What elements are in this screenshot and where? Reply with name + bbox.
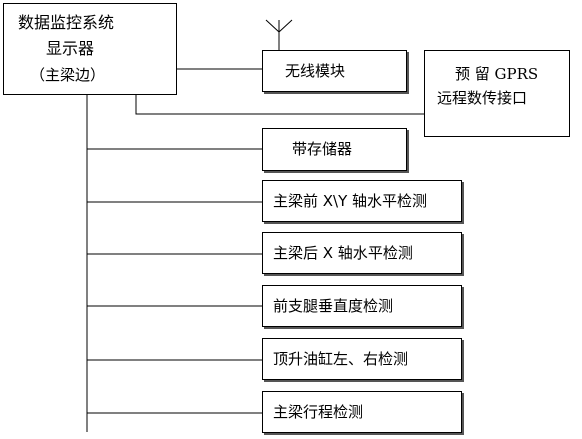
gprs-interface-line2: 远程数传接口 [437, 89, 528, 107]
antenna-icon [265, 19, 293, 51]
module-label-front-xy: 主梁前 X\Y 轴水平检测 [273, 192, 428, 210]
main-display-box: 数据监控系统 显示器 （主梁边） [3, 3, 177, 95]
module-box-front-xy: 主梁前 X\Y 轴水平检测 [262, 180, 462, 222]
gprs-interface-line1: 预 留 GPRS [455, 65, 539, 83]
module-label-cylinder: 顶升油缸左、右检测 [273, 350, 409, 368]
gprs-link-line [135, 94, 424, 115]
main-display-subtitle: 显示器 [46, 39, 95, 58]
gprs-interface-box: 预 留 GPRS 远程数传接口 [424, 50, 570, 137]
wireless-module-label: 无线模块 [285, 62, 346, 80]
module-label-storage: 带存储器 [292, 140, 353, 158]
module-label-travel: 主梁行程检测 [273, 403, 364, 421]
main-display-title: 数据监控系统 [18, 13, 115, 32]
module-box-cylinder: 顶升油缸左、右检测 [262, 338, 462, 380]
module-label-rear-x: 主梁后 X 轴水平检测 [273, 244, 413, 262]
wireless-module-box: 无线模块 [262, 50, 407, 92]
module-label-leg: 前支腿垂直度检测 [273, 297, 394, 315]
module-box-storage: 带存储器 [262, 128, 407, 171]
module-box-travel: 主梁行程检测 [262, 391, 462, 433]
module-box-leg: 前支腿垂直度检测 [262, 285, 462, 327]
main-display-note: （主梁边） [30, 66, 106, 84]
module-box-rear-x: 主梁后 X 轴水平检测 [262, 232, 462, 274]
